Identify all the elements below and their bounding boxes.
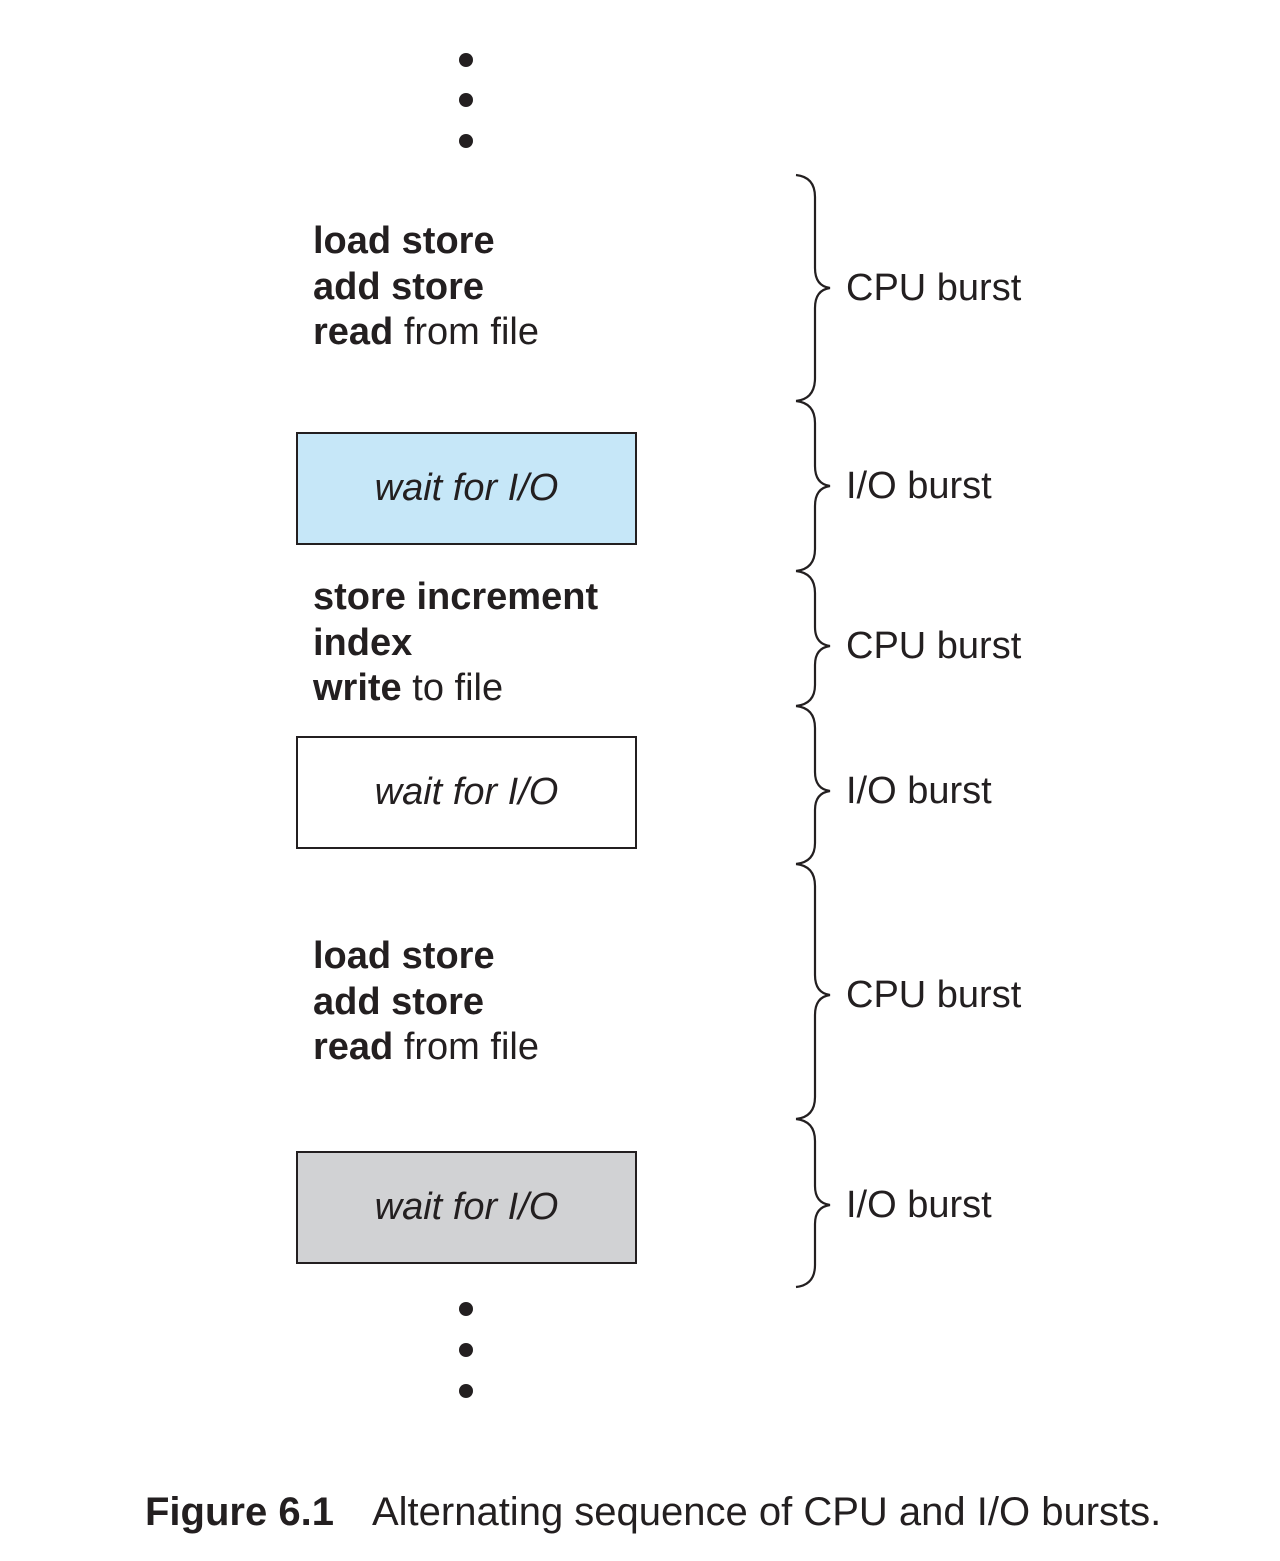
- code-line: read from file: [313, 311, 539, 353]
- burst-label-6: I/O burst: [846, 1184, 992, 1226]
- brace-cpu-burst-1: [795, 173, 831, 403]
- code-line: read from file: [313, 1026, 539, 1068]
- figure-number: Figure 6.1: [145, 1490, 334, 1534]
- burst-label-5: CPU burst: [846, 974, 1022, 1016]
- code-line: load store: [313, 935, 495, 977]
- code-line: add store: [313, 980, 485, 1023]
- code-block-3: load store add store read from file: [313, 934, 539, 1071]
- code-line: store increment: [313, 576, 599, 618]
- code-line: index: [313, 621, 413, 664]
- burst-label-4: I/O burst: [846, 770, 992, 812]
- ellipsis-dot-top-2: [459, 93, 473, 107]
- figure-caption: Figure 6.1 Alternating sequence of CPU an…: [145, 1490, 1161, 1535]
- ellipsis-dot-bottom-1: [459, 1302, 473, 1316]
- io-wait-box-2: wait for I/O: [296, 736, 637, 849]
- burst-label-2: I/O burst: [846, 465, 992, 507]
- io-wait-box-1: wait for I/O: [296, 432, 637, 545]
- io-wait-label: wait for I/O: [374, 1186, 559, 1228]
- ellipsis-dot-top-3: [459, 134, 473, 148]
- io-wait-box-3: wait for I/O: [296, 1151, 637, 1264]
- burst-label-1: CPU burst: [846, 267, 1022, 309]
- burst-label-3: CPU burst: [846, 625, 1022, 667]
- brace-cpu-burst-3: [795, 862, 831, 1121]
- ellipsis-dot-bottom-3: [459, 1384, 473, 1398]
- code-line: add store: [313, 265, 485, 308]
- ellipsis-dot-bottom-2: [459, 1343, 473, 1357]
- brace-io-burst-2: [795, 704, 831, 866]
- code-block-2: store increment index write to file: [313, 575, 598, 712]
- code-block-1: load store add store read from file: [313, 219, 539, 356]
- code-line: write to file: [313, 667, 504, 709]
- caption-text: Alternating sequence of CPU and I/O burs…: [371, 1490, 1162, 1534]
- ellipsis-dot-top-1: [459, 53, 473, 67]
- brace-cpu-burst-2: [795, 569, 831, 708]
- code-line: load store: [313, 220, 495, 262]
- io-wait-label: wait for I/O: [374, 467, 559, 509]
- io-wait-label: wait for I/O: [374, 771, 559, 813]
- brace-io-burst-1: [795, 399, 831, 573]
- brace-io-burst-3: [795, 1117, 831, 1289]
